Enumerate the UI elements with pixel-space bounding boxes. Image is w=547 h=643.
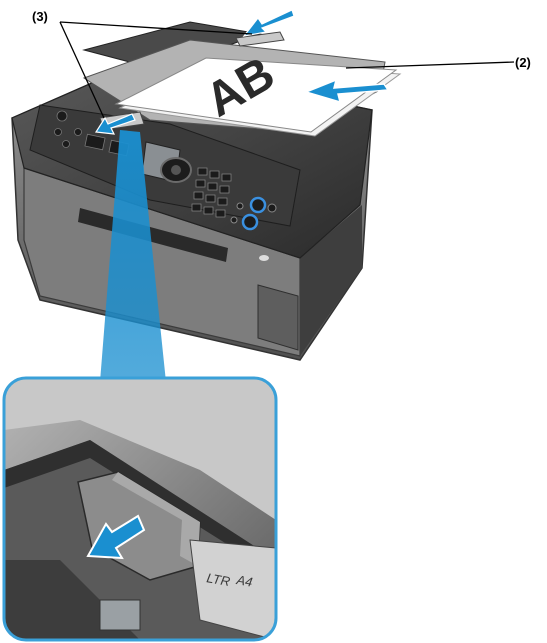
- printer: AB: [12, 22, 400, 360]
- function-button-2: [231, 217, 237, 223]
- paper-size-a4: A4: [234, 572, 253, 590]
- callout-label-2: (2): [515, 55, 531, 70]
- callout-label-3: (3): [32, 9, 48, 24]
- ok-button: [171, 165, 181, 175]
- power-lamp: [259, 255, 269, 261]
- color-start-button: [251, 198, 265, 212]
- function-button: [237, 203, 243, 209]
- guide-arrow-top: [244, 10, 294, 36]
- zoom-inset: LTR A4: [4, 378, 276, 640]
- black-start-button: [243, 215, 257, 229]
- side-door: [258, 285, 298, 350]
- stop-button: [268, 204, 276, 212]
